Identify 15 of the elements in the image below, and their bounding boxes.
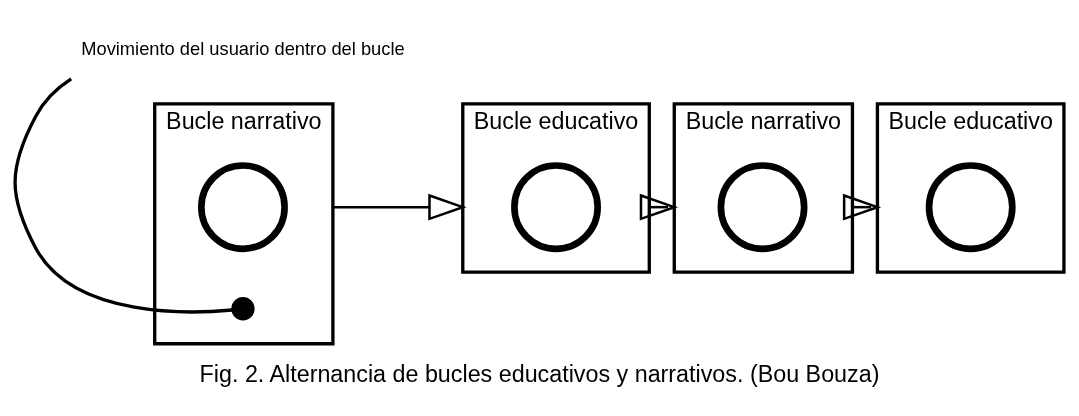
- node-loop: [511, 162, 601, 253]
- caption: Fig. 2. Alternancia de bucles educativos y narrativos. (Bou Bouza): [199, 361, 880, 388]
- arrow: [842, 193, 882, 221]
- node-loop: [717, 162, 808, 253]
- cluster: Bucle narrativo: [153, 102, 335, 346]
- connector: [13, 77, 233, 314]
- node-text: Movimiento del usuario dentro del bucle: [81, 38, 405, 60]
- cluster: Bucle educativo: [461, 102, 651, 274]
- arrow: [332, 193, 467, 221]
- node-loop: [925, 162, 1016, 253]
- arrow: [639, 193, 679, 221]
- node-circle: [231, 297, 255, 321]
- cluster: Bucle educativo: [875, 102, 1066, 274]
- node-loop: [198, 162, 288, 253]
- cluster: Bucle narrativo: [672, 102, 855, 274]
